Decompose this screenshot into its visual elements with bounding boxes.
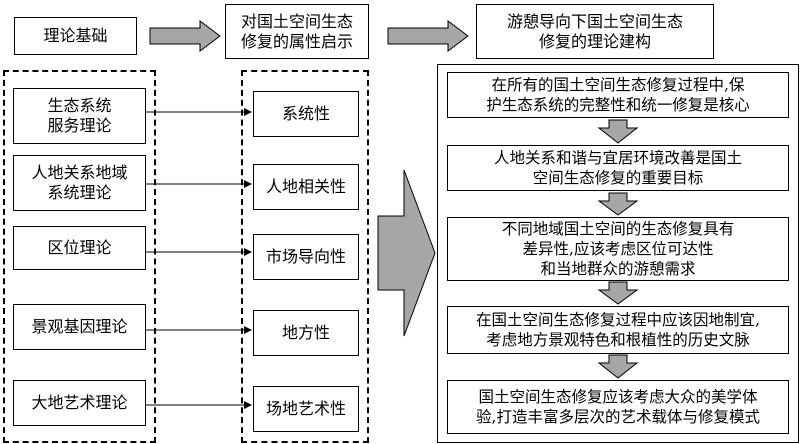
- theory-box-land-art: 大地艺术理论: [13, 380, 146, 426]
- theory-basis-box: 理论基础: [14, 17, 137, 55]
- construct-box-goal: 人地关系和谐与宜居环境改善是国土 空间生态修复的重要目标: [447, 145, 789, 191]
- construct-box-aesthetic: 国土空间生态修复应该考虑大众的美学体 验,打造丰富多层次的艺术载体与修复模式: [447, 380, 789, 434]
- construction-box: 游憩导向下国土空间生态 修复的理论建构: [476, 4, 714, 59]
- theory-box-human-land: 人地关系地域 系统理论: [13, 155, 146, 211]
- attributes-group: [241, 70, 369, 443]
- theory-box-ecosystem-services: 生态系统 服务理论: [13, 88, 146, 144]
- theory-box-landscape-gene: 景观基因理论: [13, 304, 146, 350]
- top-arrow-2: [387, 20, 469, 52]
- attribute-box-market-oriented: 市场导向性: [253, 234, 359, 280]
- theory-basis-label: 理论基础: [43, 26, 108, 45]
- construct-box-core: 在所有的国土空间生态修复过程中,保 护生态系统的完整性和统一修复是核心: [447, 72, 789, 118]
- top-arrow-1: [149, 20, 221, 52]
- implications-line-2: 修复的属性启示: [240, 31, 353, 51]
- attribute-box-systemic: 系统性: [253, 91, 359, 137]
- construction-line-1: 游憩导向下国土空间生态: [506, 11, 683, 31]
- big-middle-arrow: [377, 169, 436, 337]
- theory-box-location: 区位理论: [13, 226, 146, 270]
- attribute-box-human-land-relevance: 人地相关性: [253, 164, 359, 210]
- theories-group: [3, 70, 156, 443]
- construct-box-difference: 不同地域国土空间的生态修复具有 差异性,应该考虑区位可达性 和当地群众的游憩需求: [447, 217, 789, 281]
- implications-box: 对国土空间生态 修复的属性启示: [225, 4, 369, 59]
- attribute-box-locality: 地方性: [253, 310, 359, 356]
- construct-box-local: 在国土空间生态修复过程中应该因地制宜, 考虑地方景观特色和根植性的历史文脉: [447, 306, 789, 354]
- implications-line-1: 对国土空间生态: [240, 11, 353, 31]
- construction-line-2: 修复的理论建构: [538, 31, 651, 51]
- attribute-box-site-artistry: 场地艺术性: [253, 386, 359, 432]
